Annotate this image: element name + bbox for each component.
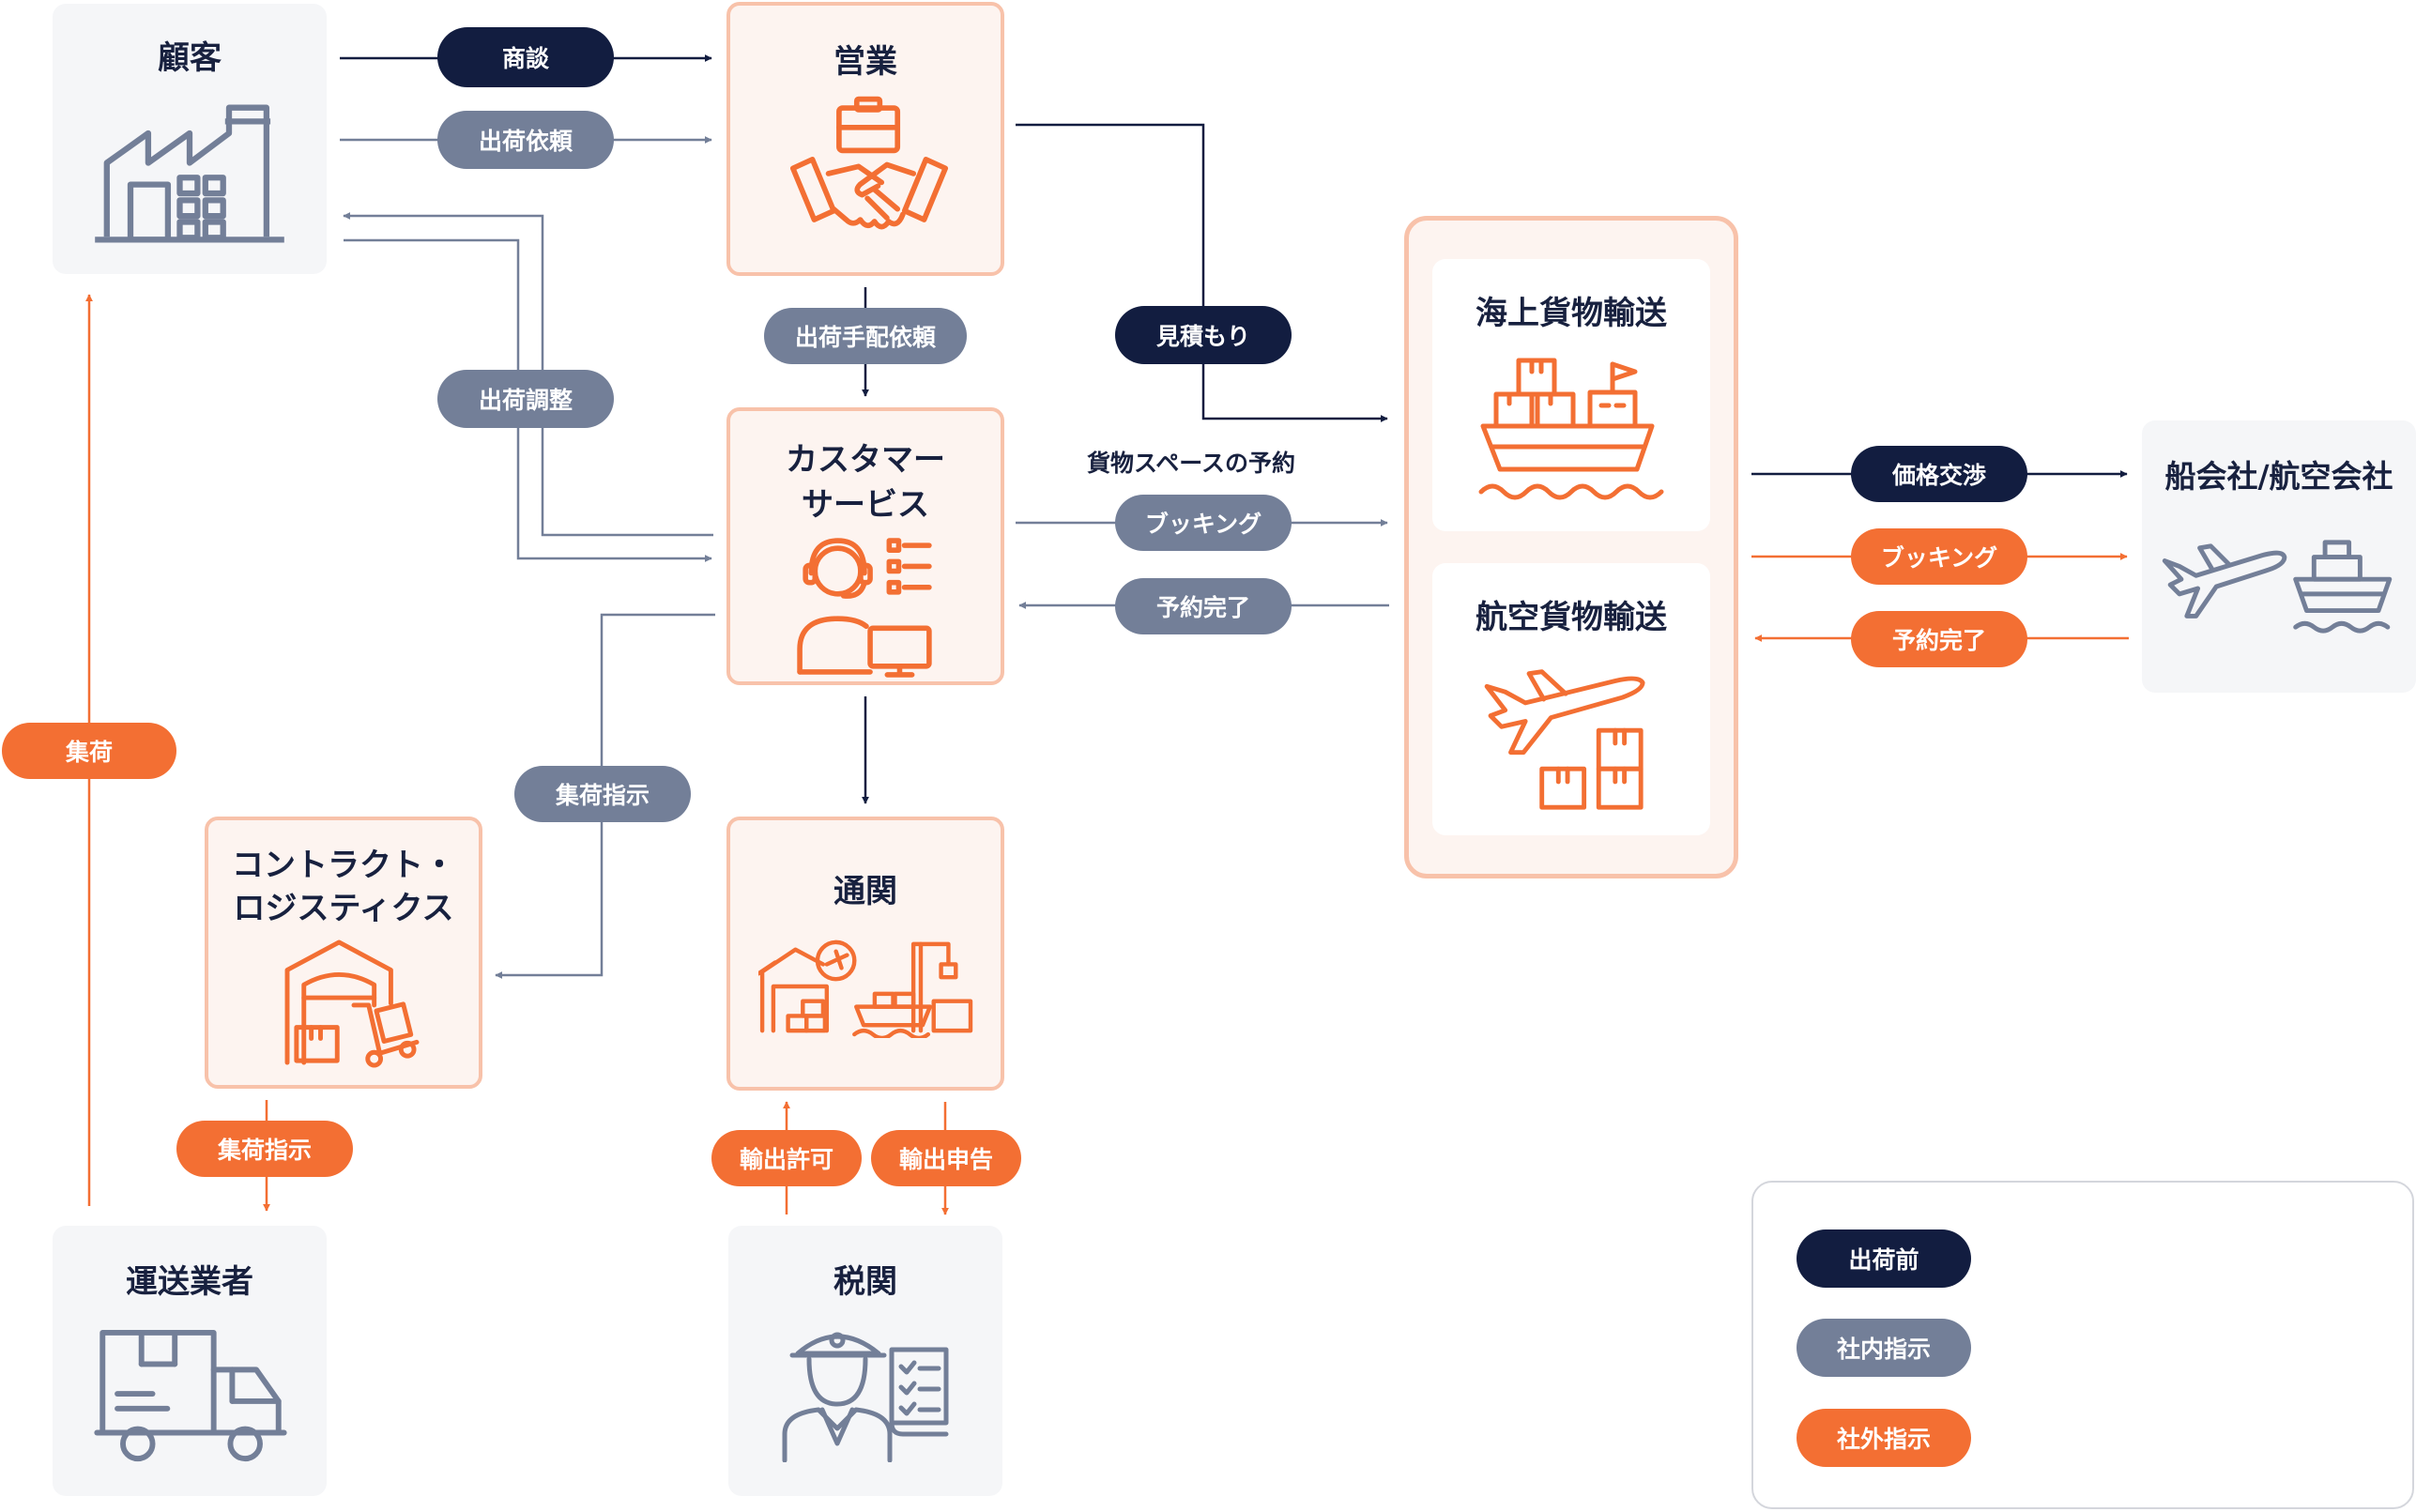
cargo-ship-icon (1478, 358, 1664, 500)
node-title-line1: カスタマー (786, 441, 945, 479)
node-contract-logistics: コントラクト・ ロジスティクス (205, 817, 482, 1089)
node-title: 運送業者 (126, 1263, 253, 1301)
node-title-line1: コントラクト・ (232, 847, 455, 884)
node-title-line2: ロジスティクス (233, 890, 454, 927)
node-title: 税関 (833, 1263, 897, 1301)
node-customer-service: カスタマー サービス (726, 407, 1004, 685)
node-customs-clearance: 通関 (726, 817, 1004, 1091)
node-title: 航空貨物輸送 (1476, 599, 1667, 636)
label-shipping-arrangement-request: 出荷手配依頼 (764, 308, 967, 364)
label-booking-complete-external: 予約完了 (1851, 611, 2027, 667)
legend-external-instruction: 社外指示 (1797, 1409, 1971, 1467)
handshake-briefcase-icon (789, 96, 949, 230)
operator-headset-icon (797, 538, 932, 678)
truck-icon (94, 1329, 287, 1462)
label-external-collection-instruction: 集荷指示 (176, 1121, 353, 1177)
label-shipping-request: 出荷依頼 (437, 111, 614, 169)
label-export-declaration: 輸出申告 (871, 1130, 1021, 1186)
airplane-boxes-icon (1484, 669, 1645, 810)
node-title: 通関 (833, 873, 897, 910)
label-price-negotiation: 価格交渉 (1851, 446, 2027, 502)
node-carriers: 船会社/航空会社 (2142, 420, 2416, 693)
node-customs-office: 税関 (728, 1226, 1002, 1496)
plane-and-ship-icon (2162, 540, 2393, 634)
node-air-freight: 航空貨物輸送 (1432, 563, 1710, 835)
label-collection-instruction: 集荷指示 (514, 766, 691, 822)
label-shipping-adjustment: 出荷調整 (437, 370, 614, 428)
label-booking-external: ブッキング (1851, 528, 2027, 585)
node-title: 船会社/航空会社 (2164, 458, 2393, 495)
node-title: 海上貨物輸送 (1476, 295, 1667, 332)
label-quotation: 見積もり (1115, 306, 1292, 364)
factory-icon (95, 104, 284, 243)
node-title: 顧客 (158, 39, 222, 77)
connector-quotation (1016, 123, 1388, 422)
node-customer: 顧客 (53, 4, 327, 274)
node-transporter: 運送業者 (53, 1226, 327, 1496)
label-booking-complete: 予約完了 (1115, 578, 1292, 634)
legend-internal-instruction: 社内指示 (1797, 1319, 1971, 1377)
legend-pre-shipment: 出荷前 (1797, 1229, 1971, 1288)
label-negotiation: 商談 (437, 27, 614, 87)
label-booking: ブッキング (1115, 495, 1292, 551)
node-sales: 営業 (726, 2, 1004, 276)
label-collection: 集荷 (2, 723, 176, 779)
customs-port-icon (758, 939, 973, 1038)
warehouse-cart-icon (284, 939, 420, 1068)
customs-officer-icon (782, 1332, 949, 1462)
node-sea-freight: 海上貨物輸送 (1432, 259, 1710, 531)
label-export-permit: 輸出許可 (711, 1130, 862, 1186)
label-cargo-space-booking: 貨物スペースの予約 (1087, 450, 1296, 477)
node-title-line2: サービス (802, 486, 929, 524)
node-title: 営業 (833, 43, 897, 81)
